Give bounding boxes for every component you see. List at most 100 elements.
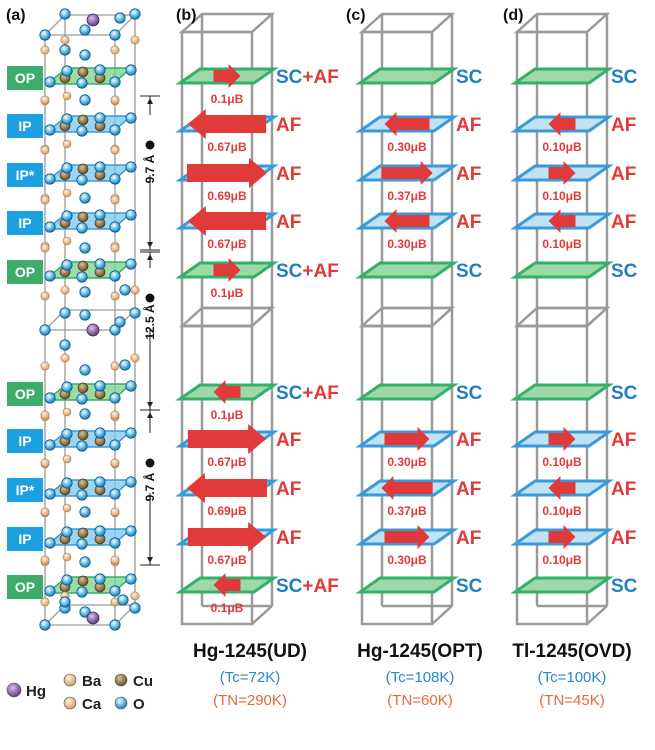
o-atom [94,427,106,439]
ba-atom [110,507,120,517]
legend-swatch [63,673,77,687]
o-atom [125,380,137,392]
cu-atom [77,478,89,490]
ba-atom [40,95,50,105]
o-atom [61,574,73,586]
moment-arrow [381,476,433,500]
o-atom [94,209,106,221]
layer-tag-label: IP [18,215,31,231]
ba-atom [40,507,50,517]
frame-top [513,12,611,34]
ca-atom [62,552,72,562]
layer-tag-label: IP [18,433,31,449]
cu-atom [77,163,89,175]
o-atom [129,602,141,614]
distance-label: 12.5 Å [142,304,157,340]
layer-state-label: AF [276,528,301,549]
moment-value: 0.1μB [211,92,244,106]
cu-atom [77,260,89,272]
o-atom [94,112,106,124]
o-atom [94,573,106,585]
frame-top [358,12,456,34]
op-plane [355,67,459,85]
layer-state-label: AF [456,164,481,185]
moment-value: 0.67μB [207,140,247,154]
moment-arrow [213,64,241,88]
ba-atom [110,45,120,55]
hg-atom [86,611,100,625]
o-atom [94,525,106,537]
o-atom [79,49,91,61]
o-atom [44,270,56,282]
o-atom [109,76,121,88]
layer-state-label: AF [456,115,481,136]
o-atom [109,488,121,500]
o-atom [61,162,73,174]
panel-d: SC0.10μBAF0.10μBAF0.10μBAFSCSC0.10μBAF0.… [510,12,638,626]
o-atom [44,537,56,549]
legend-label: O [133,696,145,713]
cu-atom [77,66,89,78]
o-atom [59,307,71,319]
ba-atom [40,458,50,468]
o-atom [44,124,56,136]
ba-atom [40,195,50,205]
o-atom [76,393,88,405]
layer-tag [7,429,43,453]
layer-state-label: AF [276,164,301,185]
o-atom [117,594,129,606]
o-atom [59,596,71,608]
o-atom [44,392,56,404]
dist-dot [145,293,155,303]
ba-atom [130,591,140,601]
frame-edge [431,605,453,625]
ca-atom [62,407,72,417]
panel-d-tc: (Tc=100K) [537,669,607,686]
ba-atom [110,458,120,468]
layer-state-label: SC [611,576,638,597]
o-atom [79,94,91,106]
ba-atom [40,410,50,420]
cu-atom [77,114,89,126]
frame-top [178,306,276,328]
moment-value: 0.1μB [211,286,244,300]
o-atom [44,173,56,185]
moment-value: 0.10μB [542,189,582,203]
layer-state-label: SC+AF [276,67,339,88]
moment-arrow [548,476,576,500]
moment-value: 0.67μB [207,553,247,567]
o-atom [79,286,91,298]
frame-edge [251,605,273,625]
op-plane [510,67,614,85]
o-atom [125,209,137,221]
ca-atom [62,91,72,101]
panel-d-name: Tl-1245(OVD) [512,641,632,662]
ba-atom [130,285,140,295]
legend-label: Ba [82,673,102,690]
o-atom [79,364,91,376]
distance-label: 9.7 Å [142,472,157,501]
panel-label: (c) [346,7,366,24]
o-atom [59,8,71,20]
moment-value: 0.10μB [542,504,582,518]
o-atom [125,573,137,585]
o-atom [61,477,73,489]
panel-c-name: Hg-1245(OPT) [357,641,483,662]
o-atom [94,380,106,392]
layer-tag [7,260,43,284]
moment-arrow [187,424,267,454]
moment-arrow [384,525,430,549]
layer-state-label: SC [611,67,638,88]
dist-dot [145,140,155,150]
panel-b-name: Hg-1245(UD) [192,641,308,662]
frame-edge [586,605,608,625]
legend-label: Ca [82,696,102,713]
moment-arrow [384,112,430,136]
moment-value: 0.37μB [387,189,427,203]
dist-arrow [147,402,153,408]
o-atom [94,161,106,173]
o-atom [114,12,126,24]
panel-b-tc: (Tc=72K) [219,669,281,686]
layer-state-label: AF [611,479,636,500]
layer-tag [7,527,43,551]
